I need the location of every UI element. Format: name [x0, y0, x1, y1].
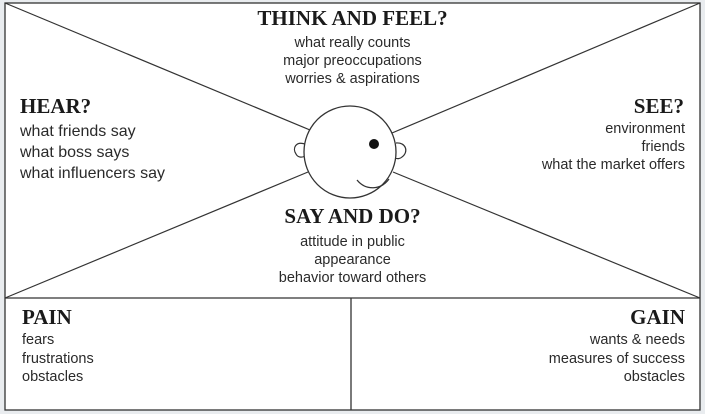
- say-do-list: attitude in public appearance behavior t…: [0, 233, 705, 287]
- list-item: obstacles: [623, 369, 685, 385]
- see-list: environment friends what the market offe…: [542, 120, 685, 174]
- hear-list: what friends say what boss says what inf…: [20, 121, 165, 184]
- see-heading: SEE?: [633, 94, 684, 118]
- gain-heading: GAIN: [630, 305, 685, 329]
- list-item: attitude in public: [300, 234, 405, 250]
- think-feel-list: what really counts major preoccupations …: [0, 34, 705, 88]
- list-item: frustrations: [22, 350, 94, 367]
- left-ear-icon: [293, 142, 307, 158]
- pain-list: fears frustrations obstacles: [22, 331, 94, 387]
- face-icon: [303, 105, 397, 199]
- list-item: what friends say: [20, 123, 136, 140]
- say-do-heading: SAY AND DO?: [284, 204, 421, 228]
- right-ear-icon: [394, 142, 407, 160]
- think-feel-heading: THINK AND FEEL?: [257, 6, 448, 30]
- list-item: wants & needs: [589, 332, 685, 348]
- diagonal-top-right: [391, 2, 701, 134]
- list-item: behavior toward others: [278, 270, 427, 286]
- diagonal-top-left: [4, 2, 311, 131]
- list-item: major preoccupations: [283, 53, 422, 69]
- diagonal-bottom-left: [4, 171, 309, 299]
- list-item: what influencers say: [20, 165, 165, 182]
- list-item: what the market offers: [541, 157, 685, 173]
- head-icon: [293, 105, 407, 199]
- smile-icon: [356, 178, 390, 189]
- list-item: worries & aspirations: [285, 71, 420, 87]
- list-item: what boss says: [20, 144, 130, 161]
- diagonal-bottom-right: [392, 171, 701, 299]
- list-item: measures of success: [548, 350, 685, 367]
- list-item: appearance: [314, 252, 391, 268]
- list-item: fears: [22, 332, 55, 348]
- list-item: environment: [605, 121, 685, 137]
- list-item: friends: [641, 139, 685, 155]
- map-border: [4, 2, 701, 411]
- pain-heading: PAIN: [22, 305, 72, 329]
- list-item: what really counts: [294, 35, 411, 51]
- gain-list: wants & needs measures of success obstac…: [549, 331, 685, 387]
- hear-heading: HEAR?: [20, 94, 92, 118]
- list-item: obstacles: [22, 369, 84, 385]
- eye-icon: [369, 139, 379, 149]
